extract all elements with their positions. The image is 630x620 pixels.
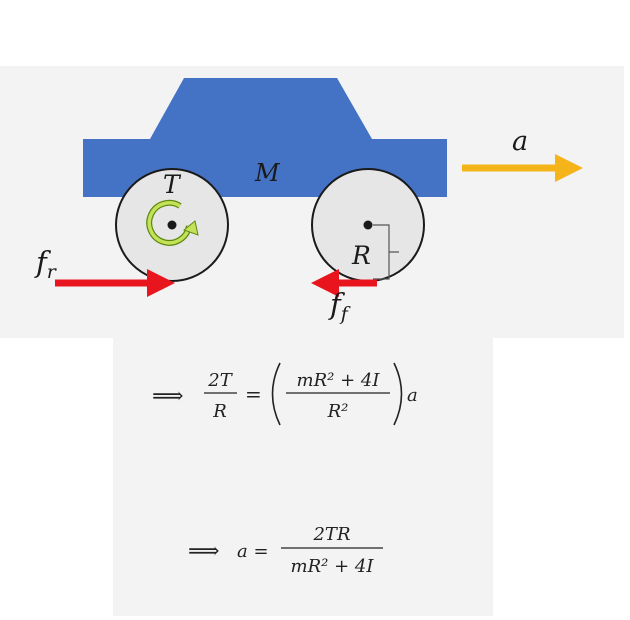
front-axle xyxy=(363,220,373,230)
eq2-denominator: mR² + 4I xyxy=(291,556,375,577)
radius-bracket xyxy=(373,224,399,280)
rear-friction-label: fr xyxy=(34,245,58,283)
mass-label: M xyxy=(254,159,281,187)
eq1-rhs-numerator: mR² + 4I xyxy=(297,370,381,391)
equation-background xyxy=(113,338,493,616)
eq1-rhs-tail: a xyxy=(407,385,418,406)
implies-symbol: ⟹ xyxy=(188,539,220,564)
equation-1: ⟹ 2T R = mR² + 4I R² a xyxy=(152,362,418,426)
radius-label: R xyxy=(351,241,371,270)
eq1-left-paren xyxy=(271,362,281,426)
equation-2: ⟹ a = 2TR mR² + 4I xyxy=(188,524,383,577)
eq1-equals: = xyxy=(245,382,262,406)
implies-symbol: ⟹ xyxy=(152,384,184,409)
torque-label: T xyxy=(163,170,182,199)
torque-arrow-icon xyxy=(146,199,199,246)
rear-axle xyxy=(167,220,177,230)
eq2-numerator: 2TR xyxy=(312,524,350,545)
eq1-lhs-numerator: 2T xyxy=(207,370,233,391)
eq2-lhs: a = xyxy=(237,541,269,562)
eq1-right-paren xyxy=(393,362,403,426)
eq1-lhs-denominator: R xyxy=(212,401,227,422)
car-body xyxy=(83,78,447,197)
acceleration-label: a xyxy=(512,126,528,157)
eq1-rhs-denominator: R² xyxy=(327,401,349,422)
front-friction-label: ff xyxy=(328,287,351,325)
